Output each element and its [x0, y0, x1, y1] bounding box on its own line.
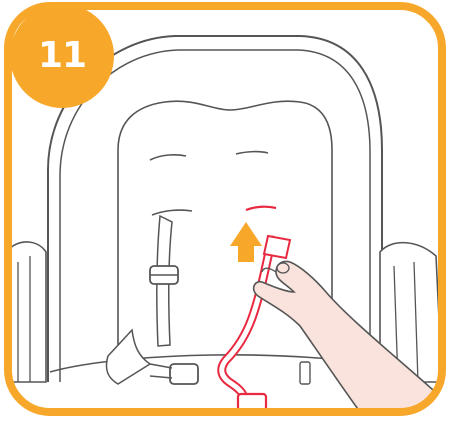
- red-strap-tip: [264, 236, 290, 258]
- armrest-left: [8, 242, 46, 382]
- thumbnail: [277, 263, 289, 273]
- step-number: 11: [22, 30, 102, 80]
- red-strap-buckle: [238, 394, 266, 410]
- belt-buckle: [170, 364, 198, 384]
- side-clip: [300, 362, 310, 384]
